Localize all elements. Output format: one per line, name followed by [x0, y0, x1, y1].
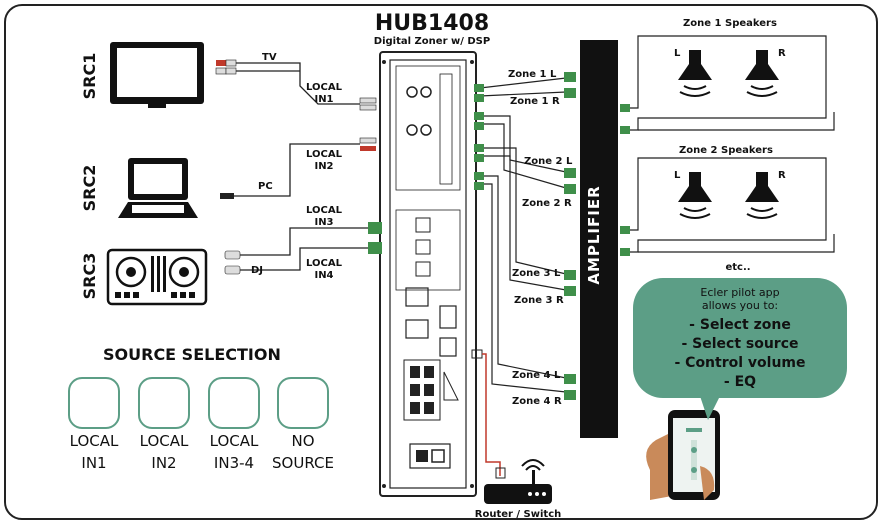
pc-label: PC: [258, 181, 273, 192]
zone2-speakers-title: Zone 2 Speakers: [679, 145, 773, 156]
source-button-local-in1[interactable]: [68, 377, 120, 429]
dj-controller-icon: [106, 248, 208, 306]
zone2l-label: Zone 2 L: [524, 156, 573, 167]
caption-line1: LOCAL: [209, 432, 259, 450]
speaker-icon: [745, 172, 779, 219]
src3-label: SRC3: [80, 253, 99, 300]
zone1r-label: Zone 1 R: [510, 96, 560, 107]
source-caption-local-in2: LOCAL IN2: [119, 430, 209, 474]
src2-label: SRC2: [80, 165, 99, 212]
zone1-right-label: R: [778, 48, 786, 59]
router-label: Router / Switch: [475, 509, 562, 520]
source-caption-local-in1: LOCAL IN1: [49, 430, 139, 474]
local-in1-line2: IN1: [314, 94, 333, 105]
zone3l-label: Zone 3 L: [512, 268, 561, 279]
speaker-cables: [630, 35, 835, 253]
zone4l-label: Zone 4 L: [512, 370, 561, 381]
caption-line1: NO: [291, 432, 315, 450]
local-in2-line1: LOCAL: [306, 149, 343, 160]
app-feature-eq: - EQ: [723, 374, 757, 390]
rca-plug-src1: [215, 59, 237, 75]
caption-line2: SOURCE: [272, 454, 334, 472]
zone1-speakers-title: Zone 1 Speakers: [683, 18, 777, 29]
router-icon: [484, 459, 552, 504]
source-cables: [232, 62, 370, 271]
zone2-right-label: R: [778, 170, 786, 181]
zone3r-label: Zone 3 R: [514, 295, 564, 306]
amp-input-connectors: [564, 72, 576, 400]
source-selection-title: SOURCE SELECTION: [103, 345, 281, 364]
speaker-icon: [678, 50, 712, 97]
app-bubble-line2: allows you to:: [701, 299, 779, 312]
caption-line2: IN3-4: [213, 454, 255, 472]
app-feature-select-source: - Select source: [681, 336, 799, 352]
etc-label: etc..: [725, 262, 750, 273]
source-button-local-in2[interactable]: [138, 377, 190, 429]
device-title: HUB1408: [375, 11, 489, 36]
hub-device-rack: [379, 51, 477, 497]
speaker-icon: [678, 172, 712, 219]
zone1l-label: Zone 1 L: [508, 69, 557, 80]
output-cables: [479, 77, 567, 393]
source-caption-local-in3-4: LOCAL IN3-4: [189, 430, 279, 474]
tv-label: TV: [262, 52, 277, 63]
caption-line2: IN2: [151, 454, 177, 472]
source-caption-no-source: NO SOURCE: [258, 430, 348, 474]
app-feature-select-zone: - Select zone: [689, 317, 791, 333]
local-in1-line1: LOCAL: [306, 82, 343, 93]
laptop-icon: [118, 158, 198, 218]
zone2r-label: Zone 2 R: [522, 198, 572, 209]
amplifier-block: [580, 40, 618, 438]
amplifier-label: AMPLIFIER: [585, 185, 603, 284]
zone1-left-label: L: [674, 48, 681, 59]
device-subtitle: Digital Zoner w/ DSP: [374, 36, 490, 47]
ethernet-cable: [471, 349, 506, 479]
local-in3-line2: IN3: [314, 217, 333, 228]
zone4r-label: Zone 4 R: [512, 396, 562, 407]
hub-output-connectors: [474, 84, 484, 190]
zone2-left-label: L: [674, 170, 681, 181]
local-in2-line2: IN2: [314, 161, 333, 172]
rca-plug-hub: [359, 97, 377, 151]
dj-label: DJ: [251, 265, 263, 276]
source-button-no-source[interactable]: [277, 377, 329, 429]
speaker-icon: [745, 50, 779, 97]
source-button-local-in3-4[interactable]: [208, 377, 260, 429]
diagram-frame: [4, 4, 878, 520]
app-info-bubble: Ecler pilot app allows you to: - Select …: [633, 278, 847, 398]
app-feature-control-volume: - Control volume: [674, 355, 806, 371]
amp-output-connectors: [620, 104, 630, 256]
src1-label: SRC1: [80, 53, 99, 100]
app-bubble-line1: Ecler pilot app: [700, 286, 780, 299]
phone-icon: [646, 410, 720, 500]
local-in3-line1: LOCAL: [306, 205, 343, 216]
caption-line1: LOCAL: [69, 432, 119, 450]
caption-line1: LOCAL: [139, 432, 189, 450]
local-in4-line2: IN4: [314, 270, 333, 281]
tv-icon: [110, 42, 204, 108]
local-in4-line1: LOCAL: [306, 258, 343, 269]
hub-input-connectors: [368, 222, 382, 254]
rca-plug-src3: [224, 250, 241, 275]
caption-line2: IN1: [81, 454, 107, 472]
jack-plug-src2: [220, 193, 234, 199]
